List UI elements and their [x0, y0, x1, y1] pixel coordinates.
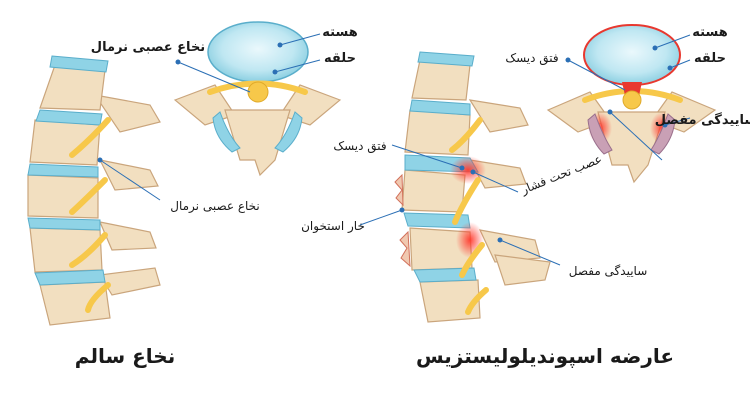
leader-dot [97, 157, 103, 163]
leader-dot [662, 122, 668, 128]
leader-dot [470, 169, 476, 175]
label-annulus-r: حلقه [694, 51, 726, 66]
label-nucleus: هسته [322, 25, 357, 40]
healthy-panel: نخاع عصبی نرمال هسته حلقه نخاع عصبی نرما… [27, 21, 358, 368]
leader-dot [272, 69, 278, 75]
leader-joint-wear-top-2 [609, 111, 663, 161]
leader-nerve-side [99, 159, 161, 201]
disease-panel: هسته حلقه فتق دیسک ساییدگی مفصل فتق دیسک… [301, 24, 750, 369]
label-normal-nerve-side: نخاع عصبی نرمال [170, 199, 259, 214]
disease-vertebra-top-view [546, 24, 717, 184]
leader-annulus-r [669, 59, 691, 69]
leader-nucleus [279, 33, 321, 46]
leader-herniation-side [391, 144, 463, 169]
leader-herniation-top [567, 59, 626, 91]
leader-joint-wear-side [499, 239, 561, 266]
label-joint-wear-side: ساییدگی مفصل [569, 264, 648, 278]
label-disc-herniation-side: فتق دیسک [333, 139, 386, 154]
leader-annulus [274, 59, 321, 73]
leader-dot [459, 165, 465, 171]
disease-spine-side-view [394, 51, 551, 323]
label-bone-spur: خار استخوان [301, 219, 365, 234]
leader-dot [607, 109, 613, 115]
leader-dot [497, 237, 503, 243]
leader-joint-wear-top [664, 117, 691, 126]
leader-dot [175, 59, 181, 65]
label-joint-wear-top: ساییدگی مفصل [655, 112, 750, 128]
leader-dot [667, 65, 673, 71]
leader-dot [565, 57, 571, 63]
leader-nerve-top [177, 61, 251, 93]
label-normal-nerve-top: نخاع عصبی نرمال [91, 40, 205, 55]
leader-nucleus-r [654, 34, 691, 49]
healthy-vertebra-top-view [173, 21, 342, 177]
leader-compressed-nerve [472, 171, 519, 193]
healthy-panel-title: نخاع سالم [75, 344, 175, 368]
leader-dot [652, 45, 658, 51]
leader-bone-spur [359, 209, 403, 226]
leader-dot [277, 42, 283, 48]
leader-dot [399, 207, 405, 213]
label-annulus: حلقه [324, 51, 356, 66]
label-nucleus-r: هسته [692, 25, 727, 40]
label-compressed-nerve: عصب تحت فشار [518, 152, 604, 198]
healthy-spine-side-view [27, 55, 161, 326]
label-disc-herniation-top: فتق دیسک [505, 51, 558, 66]
disease-panel-title: عارضه اسپوندیلولیستزیس [416, 344, 674, 369]
